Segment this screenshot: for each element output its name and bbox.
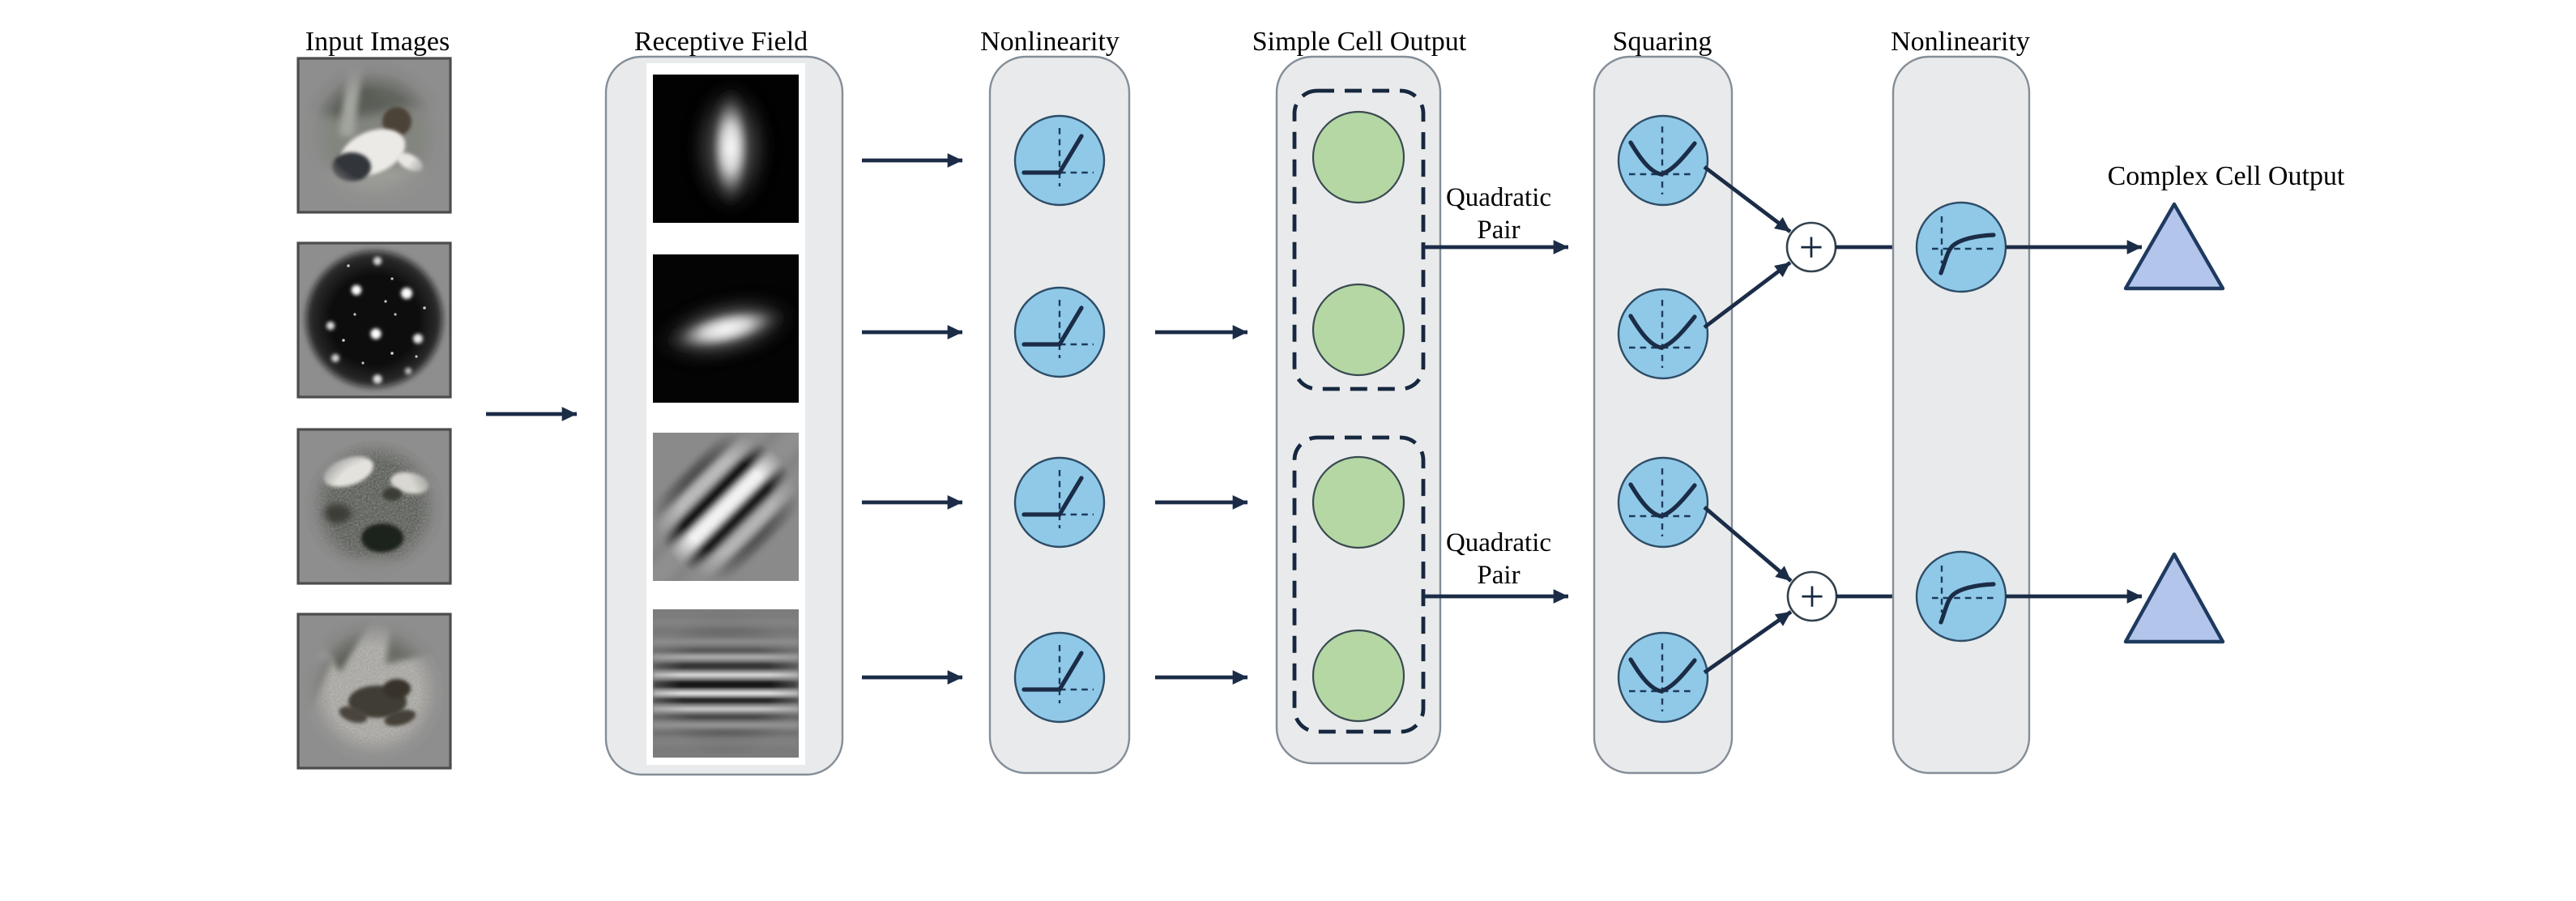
squaring-node-2 bbox=[1617, 288, 1709, 380]
rf-filter-diagonal-blob bbox=[653, 254, 799, 403]
arrow-squaring3-to-sum2 bbox=[1703, 506, 1793, 583]
arrow-squaring1-to-sum1 bbox=[1703, 165, 1792, 233]
rf-filter-diagonal-gabor bbox=[653, 433, 799, 581]
label-receptive-field: Receptive Field bbox=[633, 26, 808, 57]
arrow-squaring2-to-sum1 bbox=[1703, 261, 1792, 329]
input-image-starfield bbox=[296, 241, 452, 399]
sum-node-1: + bbox=[1785, 221, 1837, 273]
rf-filter-horizontal-grating bbox=[653, 609, 799, 758]
saturation-node-2 bbox=[1915, 550, 2007, 643]
simple-cell-node-4 bbox=[1311, 629, 1405, 723]
saturation-node-1 bbox=[1915, 201, 2007, 293]
output-triangle-1 bbox=[2123, 202, 2225, 291]
output-triangle-2 bbox=[2123, 552, 2225, 644]
nonlinearity-1-panel bbox=[988, 55, 1131, 775]
rf-filter-vertical-gaussian bbox=[653, 75, 799, 223]
quadratic-pair-box-2 bbox=[1292, 435, 1426, 734]
squaring-node-1 bbox=[1617, 114, 1709, 207]
relu-node-1 bbox=[1013, 114, 1106, 207]
label-simple-cell-output: Simple Cell Output bbox=[1252, 26, 1467, 57]
label-nonlinearity-1: Nonlinearity bbox=[980, 26, 1120, 57]
quadratic-pair-box-1 bbox=[1292, 88, 1426, 391]
sum-symbol-1: + bbox=[1799, 223, 1823, 271]
relu-node-3 bbox=[1013, 456, 1106, 549]
squaring-node-4 bbox=[1617, 631, 1709, 724]
nonlinearity-2-panel bbox=[1891, 55, 2031, 775]
squaring-node-3 bbox=[1617, 456, 1709, 549]
squaring-panel bbox=[1593, 55, 1734, 775]
label-squaring: Squaring bbox=[1612, 26, 1712, 57]
sum-symbol-2: + bbox=[1800, 572, 1824, 621]
label-nonlinearity-2: Nonlinearity bbox=[1891, 26, 2030, 57]
simple-cell-panel bbox=[1275, 55, 1442, 765]
relu-node-4 bbox=[1013, 631, 1106, 724]
arrow-squaring4-to-sum2 bbox=[1703, 610, 1793, 674]
sum-node-2: + bbox=[1786, 570, 1838, 622]
input-image-baby bbox=[296, 57, 452, 214]
simple-cell-node-2 bbox=[1311, 283, 1405, 377]
relu-node-2 bbox=[1013, 286, 1106, 378]
label-quadratic-pair-1: Quadratic Pair bbox=[1445, 181, 1552, 245]
input-image-geese-on-grass bbox=[296, 428, 452, 585]
simple-cell-node-3 bbox=[1311, 455, 1405, 549]
label-input-images: Input Images bbox=[305, 26, 450, 57]
label-quadratic-pair-2: Quadratic Pair bbox=[1445, 527, 1552, 590]
simple-cell-node-1 bbox=[1311, 110, 1405, 204]
input-image-frog bbox=[296, 613, 452, 770]
label-complex-cell-output: Complex Cell Output bbox=[2107, 160, 2345, 191]
